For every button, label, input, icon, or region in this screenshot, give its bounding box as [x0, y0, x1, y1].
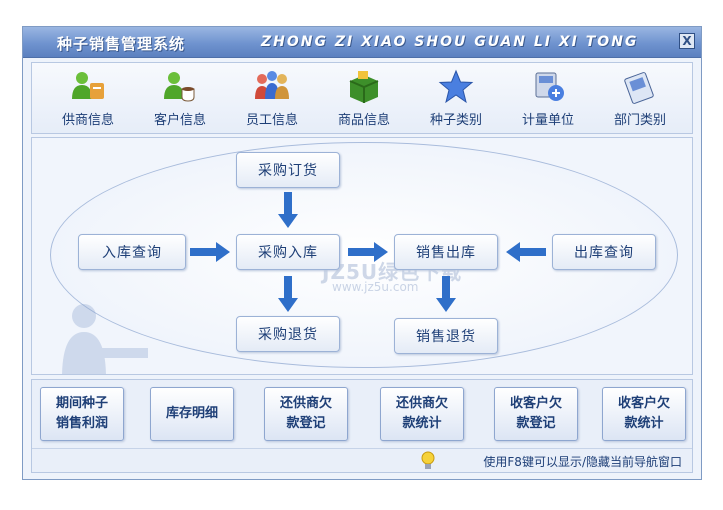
light-bulb-icon [421, 451, 435, 469]
report-label-line1: 库存明细 [165, 406, 218, 421]
supplier-people-icon [68, 69, 108, 105]
window-title: 种子销售管理系统 [57, 35, 186, 53]
report-label-line1: 还供商欠 [395, 396, 448, 411]
toolbar-label: 商品信息 [337, 113, 390, 128]
toolbar-label: 部门类别 [613, 113, 666, 128]
toolbar-employee-info[interactable]: 员工信息 [234, 67, 310, 131]
sales-out-button[interactable]: 销售出库 [394, 234, 498, 270]
arrow-right-icon [190, 242, 230, 262]
toolbar-label: 供商信息 [61, 113, 114, 128]
sales-return-button[interactable]: 销售退货 [394, 318, 498, 354]
purchase-order-button[interactable]: 采购订货 [236, 152, 340, 188]
toolbar-supplier-info[interactable]: 供商信息 [50, 67, 126, 131]
measure-unit-icon [528, 69, 568, 105]
stock-out-query-button[interactable]: 出库查询 [552, 234, 656, 270]
report-panel: 期间种子销售利润 库存明细 还供商欠款登记 还供商欠款统计 收客户欠款登记 收客… [31, 379, 693, 473]
report-supplier-debt-register-button[interactable]: 还供商欠款登记 [264, 387, 348, 441]
person-silhouette-icon [62, 304, 148, 374]
toolbar-department-category[interactable]: 部门类别 [602, 67, 678, 131]
main-window: 种子销售管理系统 ZHONG ZI XIAO SHOU GUAN LI XI T… [22, 26, 702, 480]
toolbar: 供商信息 客户信息 员工信息 [31, 62, 693, 134]
arrow-down-icon [278, 276, 298, 312]
toolbar-goods-info[interactable]: 商品信息 [326, 67, 402, 131]
arrow-left-icon [506, 242, 546, 262]
report-label-line1: 还供商欠 [279, 396, 332, 411]
report-label-line1: 收客户欠 [617, 396, 670, 411]
arrow-right-icon [348, 242, 388, 262]
stock-in-query-button[interactable]: 入库查询 [78, 234, 186, 270]
report-label-line1: 期间种子 [55, 396, 108, 411]
toolbar-customer-info[interactable]: 客户信息 [142, 67, 218, 131]
toolbar-measure-unit[interactable]: 计量单位 [510, 67, 586, 131]
report-label-line2: 销售利润 [55, 416, 108, 431]
report-label-line2: 款登记 [286, 416, 326, 431]
navigation-hint: 使用F8键可以显示/隐藏当前导航窗口 [483, 455, 682, 469]
purchase-return-button[interactable]: 采购退货 [236, 316, 340, 352]
toolbar-label: 计量单位 [521, 113, 574, 128]
toolbar-label: 客户信息 [153, 113, 206, 128]
title-bar: 种子销售管理系统 ZHONG ZI XIAO SHOU GUAN LI XI T… [23, 27, 701, 58]
report-label-line1: 收客户欠 [509, 396, 562, 411]
toolbar-label: 员工信息 [245, 113, 298, 128]
window-title-pinyin: ZHONG ZI XIAO SHOU GUAN LI XI TONG [261, 34, 639, 50]
report-label-line2: 款统计 [624, 416, 664, 431]
department-card-icon [620, 69, 660, 105]
report-customer-debt-register-button[interactable]: 收客户欠款登记 [494, 387, 578, 441]
arrow-down-icon [278, 192, 298, 228]
report-customer-debt-stats-button[interactable]: 收客户欠款统计 [602, 387, 686, 441]
flow-panel: JZ5U绿色下载 www.jz5u.com 采购订货 入库查询 采购入库 销售出… [31, 137, 693, 375]
watermark-url: www.jz5u.com [332, 280, 419, 294]
toolbar-seed-category[interactable]: 种子类别 [418, 67, 494, 131]
arrow-down-icon [436, 276, 456, 312]
star-category-icon [436, 69, 476, 105]
purchase-in-button[interactable]: 采购入库 [236, 234, 340, 270]
report-label-line2: 款统计 [402, 416, 442, 431]
report-supplier-debt-stats-button[interactable]: 还供商欠款统计 [380, 387, 464, 441]
report-stock-detail-button[interactable]: 库存明细 [150, 387, 234, 441]
employees-group-icon [252, 69, 292, 105]
toolbar-label: 种子类别 [429, 113, 482, 128]
report-label-line2: 款登记 [516, 416, 556, 431]
goods-box-icon [344, 69, 384, 105]
report-seed-sales-profit-button[interactable]: 期间种子销售利润 [40, 387, 124, 441]
customer-coffee-icon [160, 69, 200, 105]
close-button[interactable]: X [679, 33, 695, 49]
status-bar: 使用F8键可以显示/隐藏当前导航窗口 [32, 448, 692, 473]
